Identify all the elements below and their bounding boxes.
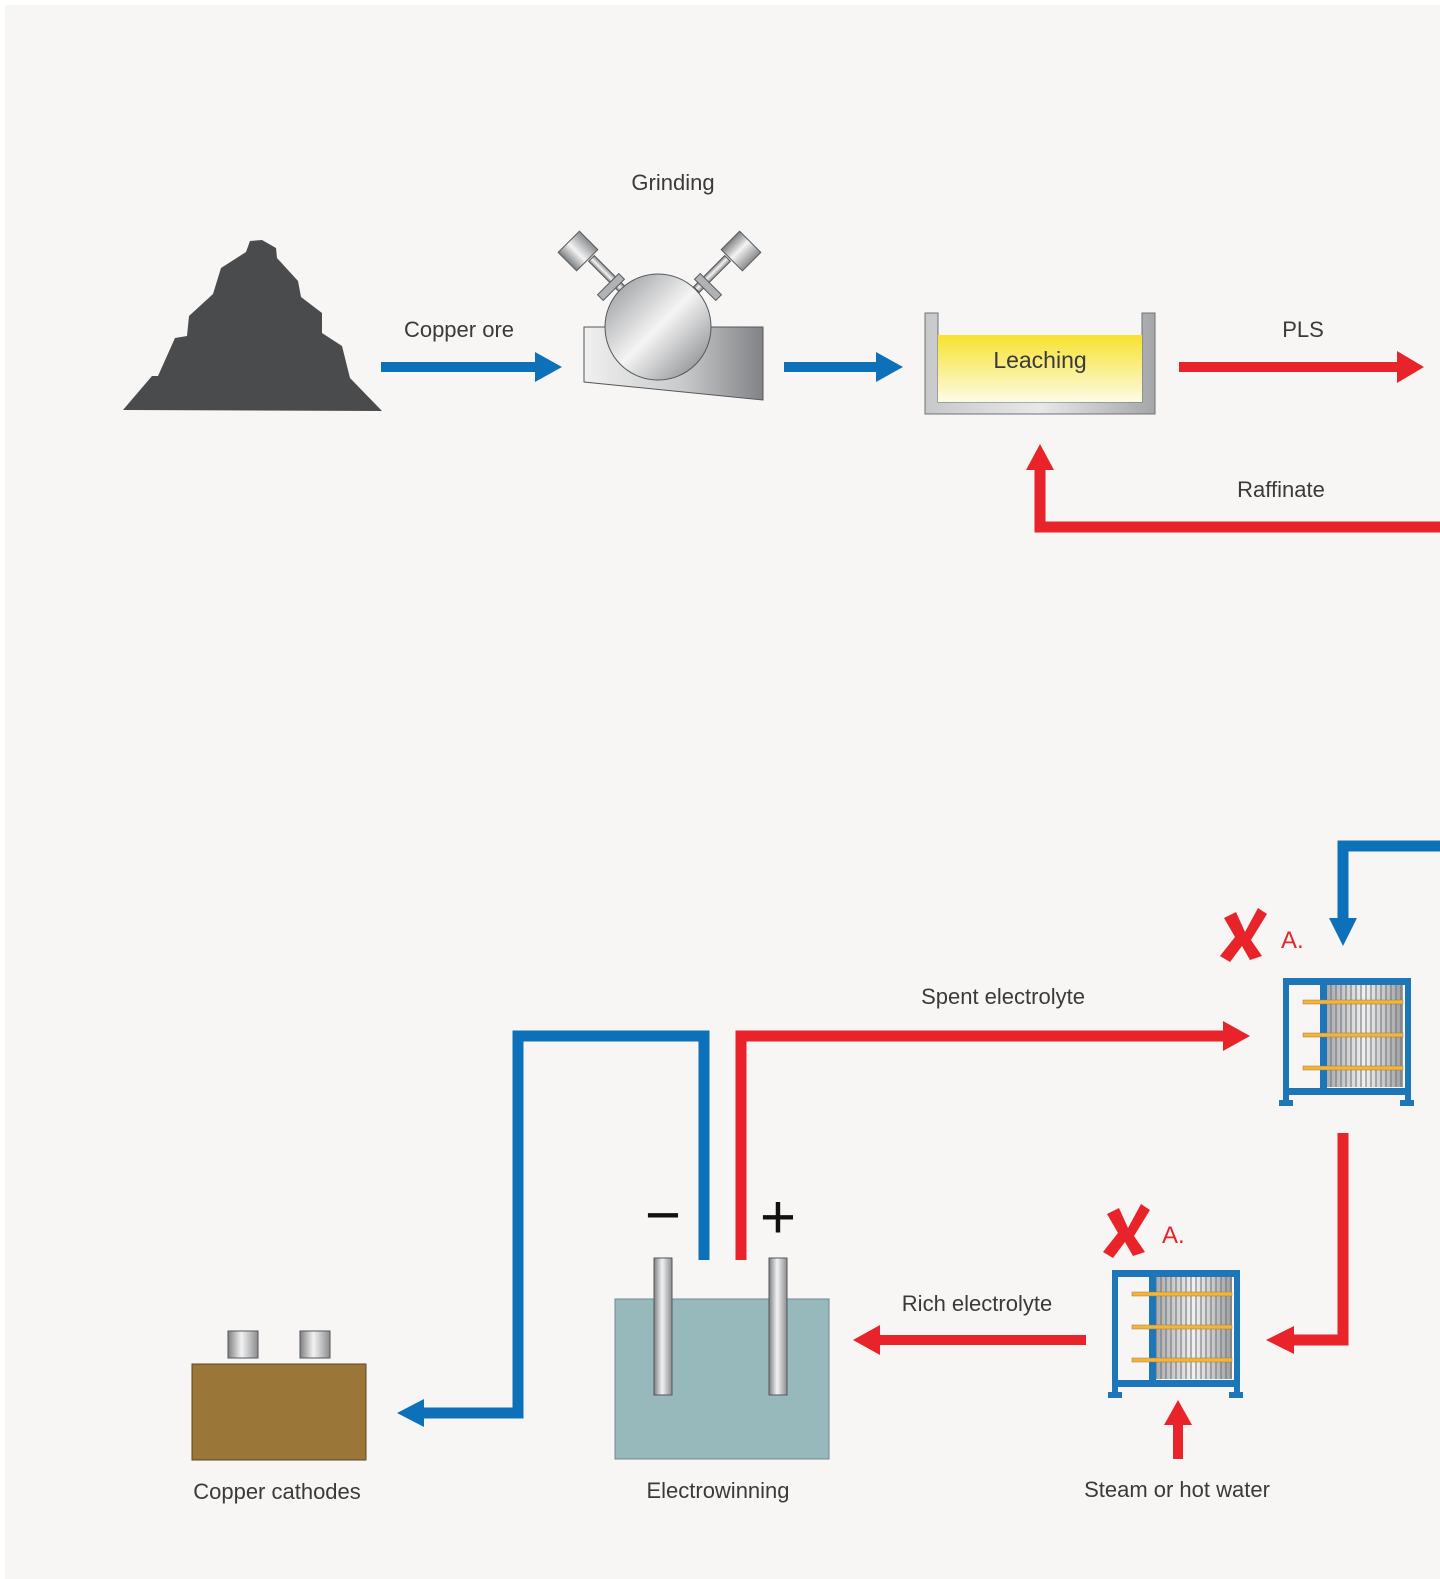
grinding-mill-icon: [557, 230, 764, 401]
spent-electrolyte-arrow: [735, 1021, 1250, 1260]
minus-sign: −: [645, 1181, 681, 1250]
cross-mark-icon: [1220, 908, 1267, 962]
electrowinning-label: Electrowinning: [646, 1478, 789, 1503]
steam-or-hot-water-label: Steam or hot water: [1084, 1477, 1270, 1502]
copper-cathodes-icon: [191, 1330, 367, 1461]
spent-electrolyte-label: Spent electrolyte: [921, 984, 1085, 1009]
marker-a-top: A.: [1281, 927, 1304, 954]
mill-to-leaching-arrow: [784, 352, 903, 382]
hx-to-hx-arrow: [1266, 1133, 1349, 1354]
grinding-label: Grinding: [631, 170, 714, 195]
raffinate-return-arrow: [1026, 444, 1440, 533]
rich-electrolyte-arrow: [853, 1325, 1086, 1355]
rich-electrolyte-label: Rich electrolyte: [902, 1291, 1052, 1316]
copper-ore-arrow: [381, 352, 562, 382]
plus-sign: +: [760, 1183, 796, 1252]
electrowinning-cell-icon: [614, 1257, 830, 1460]
marker-a-bottom: A.: [1162, 1222, 1185, 1249]
copper-cathodes-label: Copper cathodes: [193, 1479, 361, 1504]
ore-pile-icon: [123, 240, 382, 411]
raffinate-label: Raffinate: [1237, 477, 1325, 502]
steam-inlet-arrow: [1164, 1400, 1192, 1459]
plate-heat-exchanger-icon: [1279, 978, 1414, 1106]
pls-arrow: [1179, 351, 1424, 383]
plate-heat-exchanger-icon: [1108, 1270, 1243, 1398]
leaching-label: Leaching: [993, 347, 1086, 373]
cross-mark-icon: [1103, 1204, 1150, 1258]
pls-label: PLS: [1282, 317, 1324, 342]
cooling-inlet-arrow: [1329, 840, 1440, 946]
cathode-output-arrow: [397, 1030, 710, 1427]
copper-ore-label: Copper ore: [404, 317, 514, 342]
leach-tank-icon: [924, 312, 1156, 415]
